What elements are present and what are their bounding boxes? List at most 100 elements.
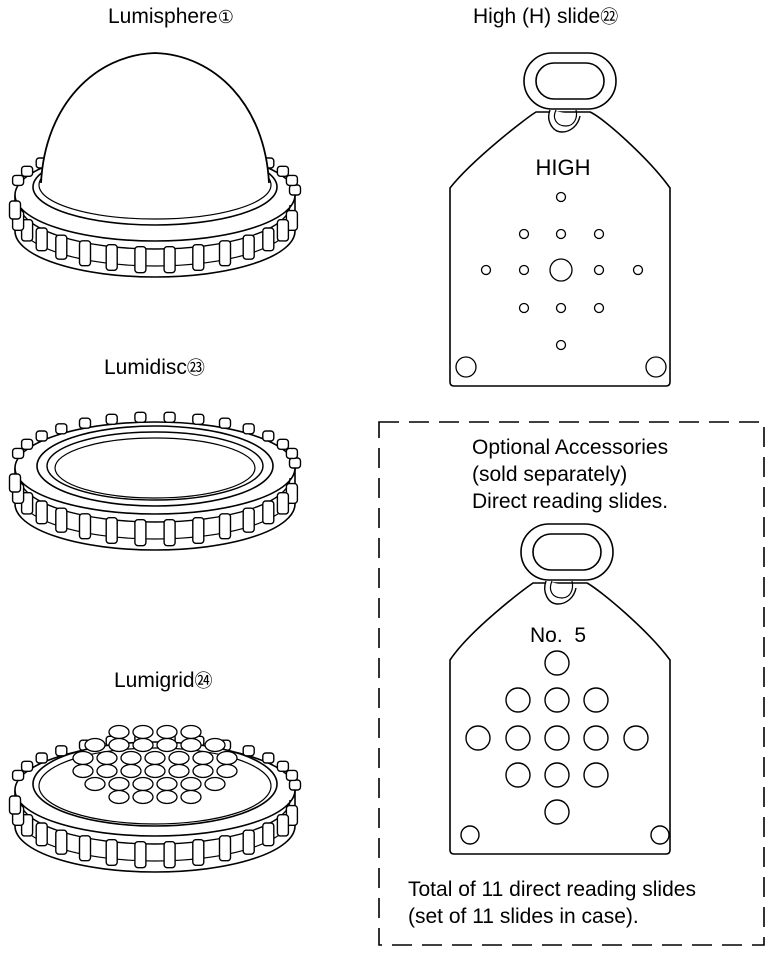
gear-tooth — [192, 244, 205, 272]
gear-tooth — [262, 227, 275, 252]
lumigrid-label: Lumigrid㉔ — [114, 670, 213, 691]
gear-tooth — [11, 447, 25, 460]
grid-hole — [192, 750, 214, 766]
grid-hole — [216, 750, 238, 766]
high-slide-number: ㉒ — [600, 7, 619, 27]
accessories-line-3: Direct reading slides. — [472, 490, 669, 513]
gear-tooth — [262, 822, 275, 847]
grid-hole — [96, 750, 118, 766]
gear-tooth — [163, 411, 176, 423]
accessories-footer: Total of 11 direct reading slides (set o… — [408, 876, 696, 930]
grid-hole — [156, 724, 178, 740]
gear-tooth — [35, 430, 48, 442]
grid-hole — [156, 776, 178, 792]
accessories-line-1: Optional Accessories — [472, 436, 669, 459]
gear-tooth — [55, 745, 68, 757]
gear-tooth — [288, 457, 302, 469]
gear-tooth — [218, 417, 232, 429]
gear-tooth — [262, 430, 275, 442]
grid-hole — [132, 724, 154, 740]
lumidisc-label-text: Lumidisc — [104, 356, 187, 379]
grid-hole — [168, 763, 190, 779]
gear-tooth — [20, 760, 34, 772]
gear-tooth — [163, 519, 176, 547]
gear-tooth — [134, 841, 147, 869]
lumidisc-label: Lumidisc㉓ — [104, 357, 205, 378]
grid-hole — [108, 724, 130, 740]
gear-tooth — [35, 500, 48, 525]
gear-tooth — [276, 165, 290, 177]
lumigrid-drawing — [8, 724, 302, 873]
grid-hole — [84, 737, 106, 753]
lumidisc-drawing — [8, 411, 302, 551]
gear-tooth — [276, 760, 290, 772]
gear-tooth — [8, 473, 22, 493]
grid-hole — [180, 789, 202, 805]
gear-tooth — [105, 244, 118, 272]
grid-hole — [144, 763, 166, 779]
grid-hole — [72, 763, 94, 779]
gear-tooth — [78, 417, 92, 429]
grid-hole — [204, 737, 226, 753]
gear-tooth — [35, 822, 48, 847]
gear-tooth — [35, 227, 48, 252]
high-slide-text: HIGH — [536, 155, 591, 180]
accessories-footer-line-2: (set of 11 slides in case). — [408, 905, 639, 928]
grid-hole — [96, 763, 118, 779]
accessories-line-2: (sold separately) — [472, 463, 628, 486]
gear-tooth — [105, 517, 118, 545]
gear-tooth — [105, 413, 118, 425]
no5-slide-drawing: No. 5 — [449, 523, 671, 855]
gear-tooth — [55, 423, 68, 435]
grid-hole — [168, 750, 190, 766]
gear-tooth — [192, 839, 205, 867]
gear-tooth — [11, 174, 25, 187]
grid-hole — [132, 789, 154, 805]
gear-tooth — [276, 492, 290, 515]
gear-tooth — [262, 752, 275, 764]
gear-tooth — [192, 517, 205, 545]
gear-tooth — [55, 234, 68, 260]
high-slide-drawing: HIGH — [449, 52, 671, 387]
gear-tooth — [242, 423, 255, 435]
gear-tooth — [218, 513, 232, 540]
lumisphere-label-text: Lumisphere — [108, 5, 218, 28]
grid-hole — [216, 763, 238, 779]
gear-tooth — [134, 411, 147, 423]
gear-tooth — [276, 219, 290, 242]
gear-tooth — [134, 246, 147, 274]
grid-hole — [180, 724, 202, 740]
grid-hole — [180, 776, 202, 792]
high-slide-label: High (H) slide㉒ — [473, 6, 618, 27]
gear-tooth — [11, 769, 25, 782]
accessories-footer-line-1: Total of 11 direct reading slides — [408, 878, 696, 901]
grid-hole — [108, 776, 130, 792]
gear-tooth — [285, 769, 299, 782]
gear-tooth — [276, 438, 290, 450]
grid-hole — [84, 776, 106, 792]
gear-tooth — [55, 829, 68, 855]
lumisphere-label: Lumisphere① — [108, 6, 234, 27]
gear-tooth — [78, 835, 92, 862]
gear-tooth — [20, 438, 34, 450]
gear-tooth — [285, 174, 299, 187]
gear-tooth — [163, 841, 176, 869]
gear-tooth — [8, 200, 22, 220]
gear-tooth — [288, 184, 302, 196]
gear-tooth — [242, 507, 255, 533]
no5-slide-text: No. 5 — [530, 624, 586, 647]
gear-tooth — [192, 413, 205, 425]
lumisphere-number: ① — [217, 7, 234, 27]
gear-tooth — [288, 779, 302, 791]
grid-hole — [132, 737, 154, 753]
grid-hole — [108, 789, 130, 805]
grid-hole — [180, 737, 202, 753]
gear-tooth — [78, 240, 92, 267]
lumisphere-drawing — [8, 52, 302, 278]
gear-tooth — [20, 165, 34, 177]
gear-tooth — [262, 500, 275, 525]
gear-tooth — [218, 240, 232, 267]
grid-hole — [120, 750, 142, 766]
grid-hole — [156, 789, 178, 805]
